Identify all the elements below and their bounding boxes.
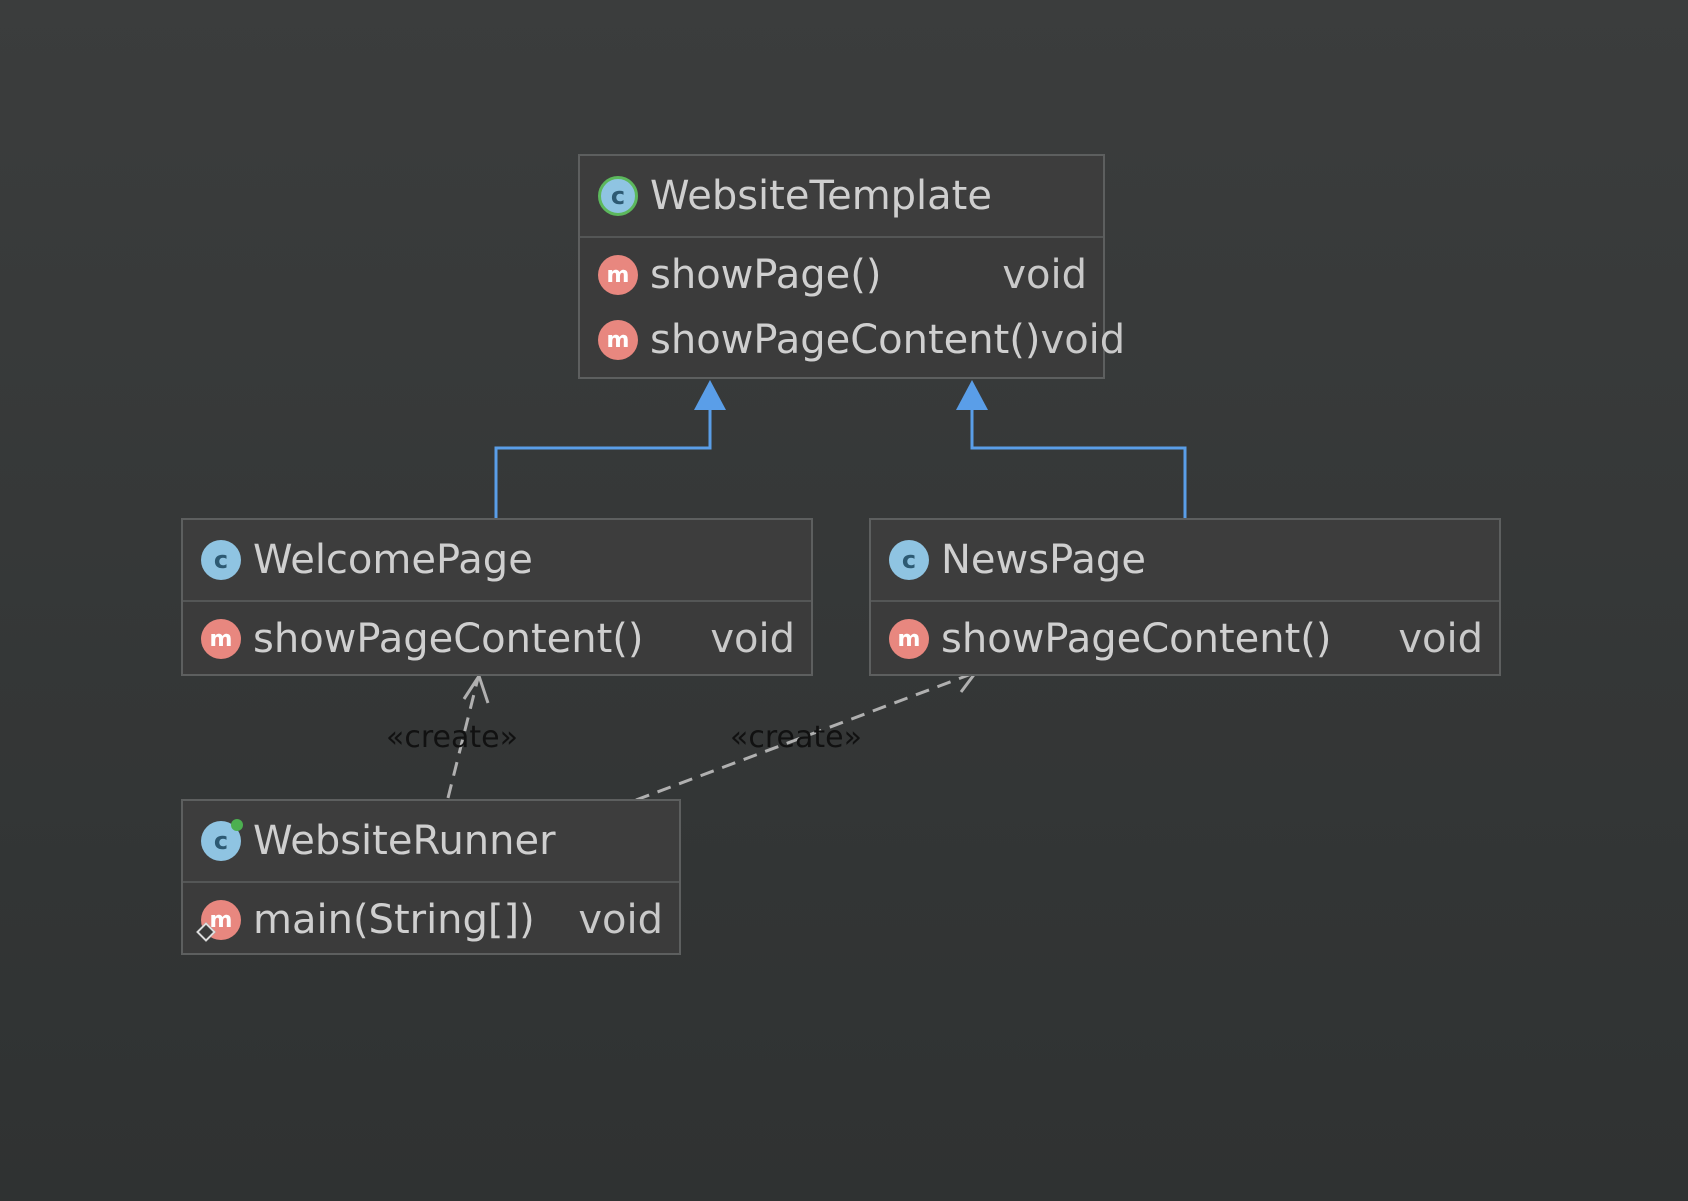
class-header[interactable]: c NewsPage (871, 520, 1499, 602)
create-arrowhead-welcome (462, 672, 490, 704)
runnable-class-icon: c (201, 819, 243, 861)
class-name: WelcomePage (253, 537, 533, 583)
create-label-welcome: «create» (386, 720, 518, 755)
inheritance-line-news (970, 410, 1187, 520)
abstract-method-icon: m (598, 320, 638, 360)
method-row-show-page-content[interactable]: m showPageContent() void (183, 602, 811, 670)
class-name: WebsiteTemplate (650, 173, 992, 219)
create-line-news (635, 671, 975, 802)
inheritance-line-welcome (494, 410, 712, 520)
class-box-news-page[interactable]: c NewsPage m showPageContent() void (869, 518, 1501, 676)
class-box-website-runner[interactable]: c WebsiteRunner m main(String[]) void (181, 799, 681, 955)
static-method-icon: m (201, 900, 241, 940)
inheritance-arrowhead-welcome (694, 380, 726, 410)
method-return-type: void (1002, 252, 1087, 298)
inheritance-arrowhead-news (956, 380, 988, 410)
method-icon: m (201, 619, 241, 659)
method-row-show-page-content[interactable]: m showPageContent() void (871, 602, 1499, 670)
class-header[interactable]: c WebsiteRunner (183, 801, 679, 883)
method-icon: m (598, 255, 638, 295)
class-name: NewsPage (941, 537, 1146, 583)
class-box-welcome-page[interactable]: c WelcomePage m showPageContent() void (181, 518, 813, 676)
method-name: showPage() (650, 252, 882, 298)
abstract-class-icon: c (598, 176, 638, 216)
class-name: WebsiteRunner (253, 818, 556, 864)
class-header[interactable]: c WelcomePage (183, 520, 811, 602)
method-row-show-page[interactable]: m showPage() void (580, 238, 1103, 306)
class-box-website-template[interactable]: c WebsiteTemplate m showPage() void m sh… (578, 154, 1125, 379)
class-header[interactable]: c WebsiteTemplate (580, 156, 1103, 238)
method-icon: m (889, 619, 929, 659)
create-label-news: «create» (730, 720, 862, 755)
method-name: main(String[]) (253, 897, 535, 943)
method-return-type: void (1398, 616, 1483, 662)
class-icon: c (201, 540, 241, 580)
method-row-main[interactable]: m main(String[]) void (183, 883, 679, 951)
create-line-welcome (446, 677, 480, 799)
method-return-type: void (710, 616, 795, 662)
method-name: showPageContent() (253, 616, 644, 662)
class-icon: c (889, 540, 929, 580)
method-name: showPageContent() (941, 616, 1332, 662)
method-return-type: void (1040, 317, 1126, 363)
method-name: showPageContent() (650, 317, 1041, 363)
method-return-type: void (578, 897, 663, 943)
method-row-show-page-content[interactable]: m showPageContent() void (580, 306, 1125, 374)
